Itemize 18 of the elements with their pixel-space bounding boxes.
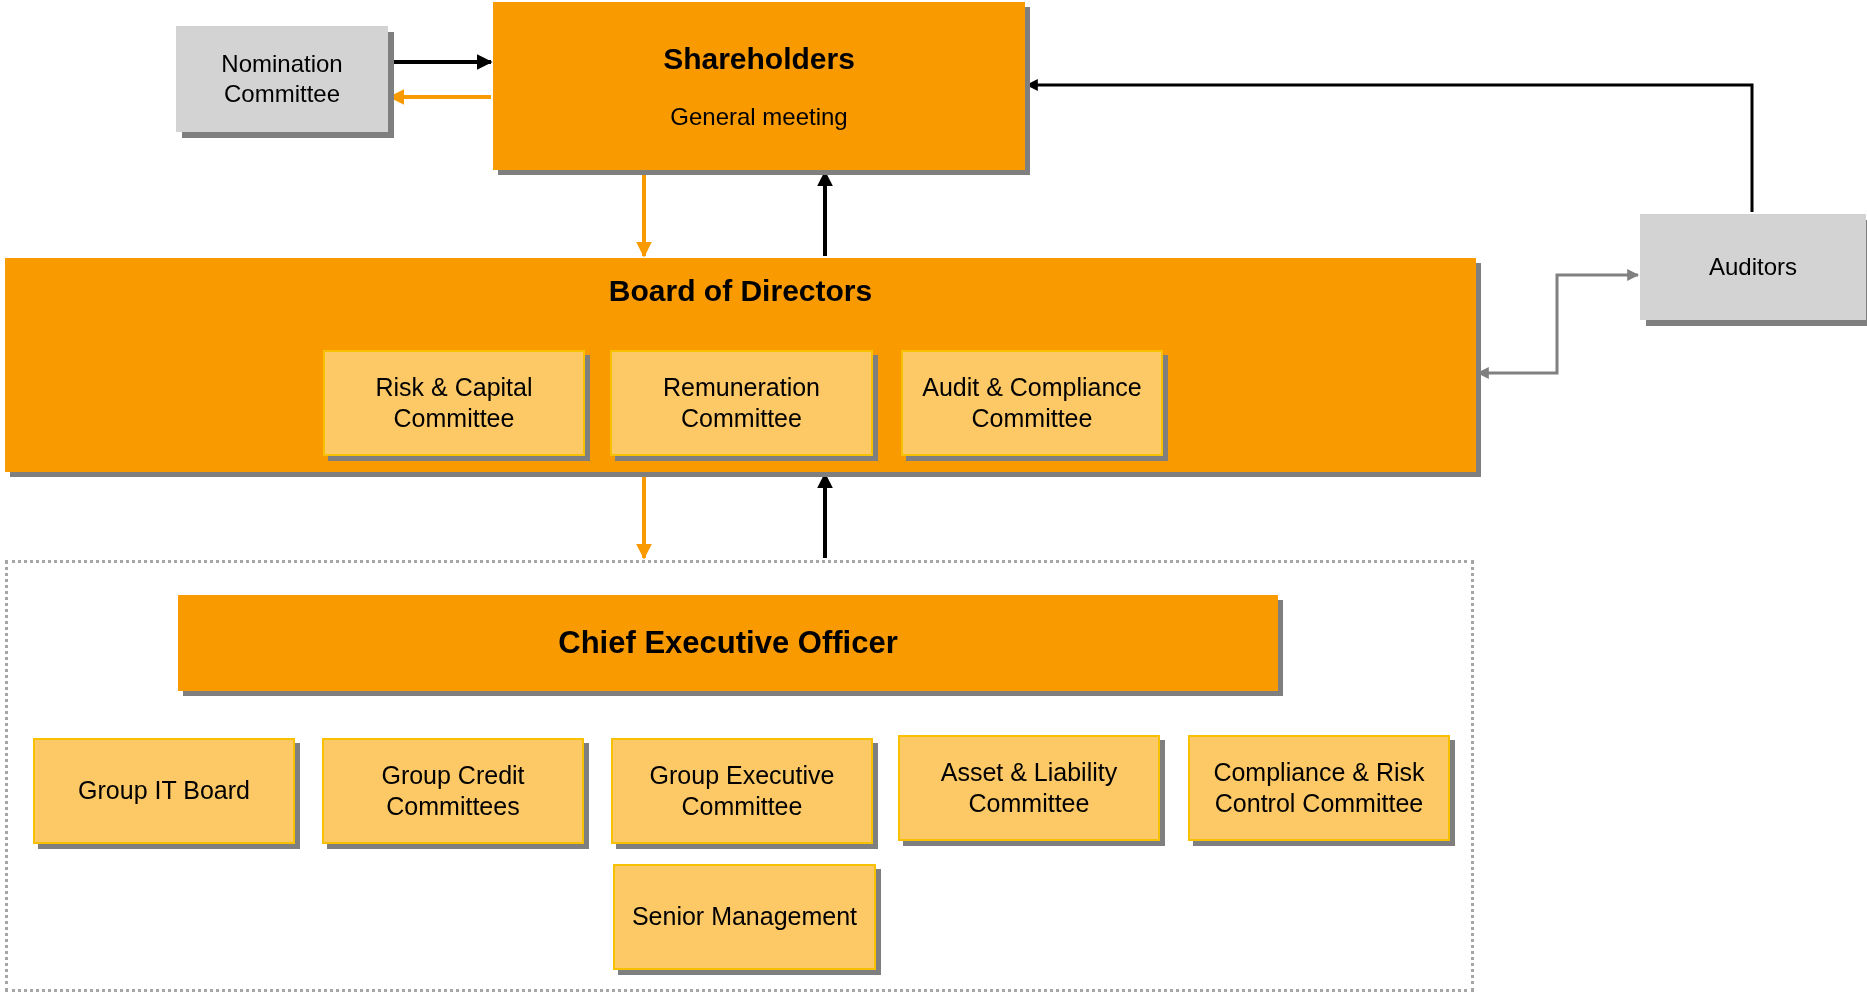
box-title: Senior Management xyxy=(631,901,858,933)
box-title: Nomination Committee xyxy=(220,49,344,109)
box-title: Audit & Compliance Committee xyxy=(921,371,1143,434)
box-title: Compliance & Risk Control Committee xyxy=(1212,756,1426,819)
box-title: Remuneration Committee xyxy=(662,371,821,434)
box-title: Group Credit Committees xyxy=(380,759,526,822)
arrow xyxy=(636,474,652,560)
arrow xyxy=(636,172,652,258)
box-title: Board of Directors xyxy=(607,273,874,309)
box-title: Group IT Board xyxy=(78,775,250,807)
box-title: Shareholders xyxy=(663,41,855,78)
dotted-frame xyxy=(5,560,1474,992)
box-title: Risk & Capital Committee xyxy=(374,371,534,434)
box-title: Asset & Liability Committee xyxy=(939,756,1119,819)
box-title: Auditors xyxy=(1708,252,1797,282)
box-title: Group Executive Committee xyxy=(648,759,836,822)
box-title: Chief Executive Officer xyxy=(558,623,898,662)
box-subtitle: General meeting xyxy=(670,101,848,132)
